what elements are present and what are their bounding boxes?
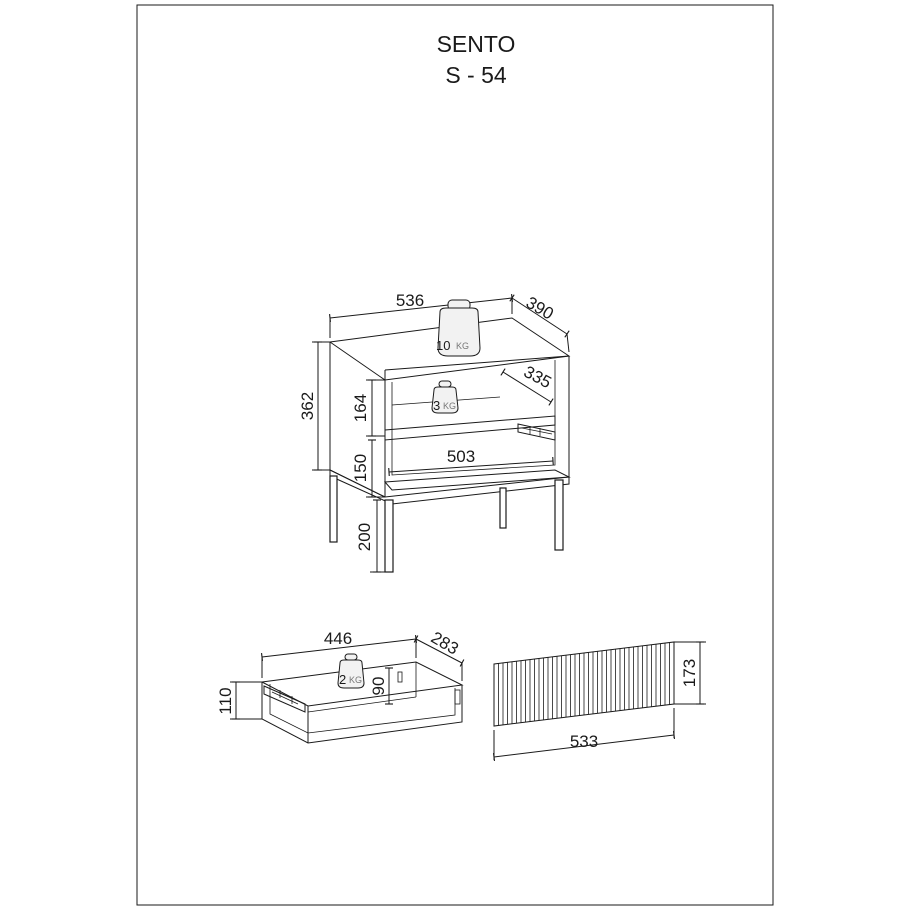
weight-icon: 3 KG [431, 380, 459, 414]
dim-leg-height: 200 [355, 523, 374, 551]
cabinet-drawing: 536 390 362 164 150 200 335 503 [298, 291, 571, 573]
dim-panel-width: 533 [570, 732, 598, 751]
leg-back-left [329, 475, 338, 543]
cabinet-runner [517, 423, 556, 441]
leg-front-left [384, 499, 394, 573]
page-frame [136, 4, 774, 906]
load-top-unit: KG [456, 341, 469, 351]
leg-back-right [499, 487, 507, 529]
front-panel-slats [498, 642, 670, 726]
dim-drawer-width: 446 [324, 629, 352, 648]
load-drawer-value: 2 [339, 672, 346, 687]
load-drawer-unit: KG [349, 675, 362, 685]
dim-inner-width: 503 [447, 447, 475, 466]
dim-cabinet-height: 362 [298, 392, 317, 420]
weight-icon: 2 KG [337, 653, 365, 689]
dim-drawer-depth: 283 [428, 628, 462, 659]
load-shelf-value: 3 [433, 398, 440, 413]
dim-drawer-inner-height: 90 [369, 677, 388, 696]
dim-drawer-height: 110 [216, 687, 235, 714]
weight-icon: 10 KG [436, 299, 481, 357]
product-code: S - 54 [445, 62, 507, 88]
dim-inner-depth: 335 [521, 362, 555, 392]
dim-cabinet-width: 536 [396, 291, 424, 310]
dim-drawer-gap: 150 [351, 454, 370, 482]
cabinet-shelf [384, 415, 556, 441]
drawer-drawing: 446 283 110 90 2 KG [216, 628, 465, 744]
dim-shelf-gap: 164 [351, 394, 370, 422]
product-name: SENTO [437, 31, 516, 57]
dim-panel-height: 173 [680, 659, 699, 687]
drawer-runner [263, 685, 306, 713]
dim-cabinet-depth: 390 [523, 293, 557, 324]
load-shelf-unit: KG [443, 401, 456, 411]
front-panel-drawing: 173 533 [492, 641, 706, 762]
load-top-value: 10 [436, 338, 450, 353]
leg-front-right [554, 479, 564, 551]
